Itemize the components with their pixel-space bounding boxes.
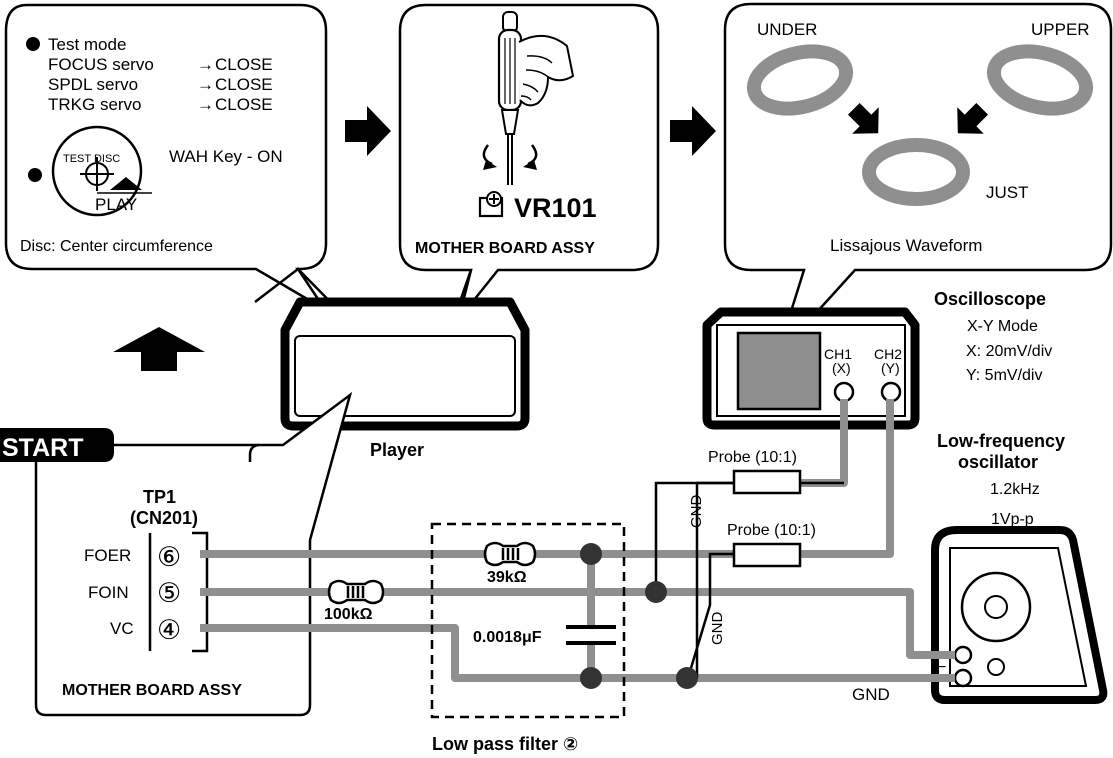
pin-vc-label: VC (110, 619, 134, 638)
start-badge: START (0, 428, 114, 462)
setup-panel: Test mode FOCUS servo SPDL servo TRKG se… (4, 3, 356, 329)
just-label: JUST (986, 183, 1029, 202)
focus-servo-state: CLOSE (215, 55, 273, 74)
ch1-jack (833, 381, 855, 403)
trkg-servo-state: CLOSE (215, 95, 273, 114)
arrow-right-icon (345, 106, 391, 156)
r-100k-label: 100kΩ (324, 606, 373, 623)
spdl-servo-label: SPDL servo (48, 75, 138, 94)
adjust-panel: VR101 MOTHER BOARD ASSY (398, 3, 660, 331)
board-panel: TP1 (CN201) FOER FOIN VC ⑥ ⑤ ④ MOTHER BO… (34, 391, 353, 717)
low-pass-filter-box (430, 522, 626, 719)
oscillator-title-2: oscillator (958, 452, 1038, 472)
pin-foin-label: FOIN (88, 583, 129, 602)
amplitude-label: 1Vp-p (991, 511, 1034, 528)
lissajous-caption: Lissajous Waveform (830, 236, 982, 255)
y-scale-label: Y: 5mV/div (966, 367, 1042, 384)
pin-foer-label: FOER (84, 546, 131, 565)
probe-2-label: Probe (10:1) (727, 522, 816, 539)
upper-label: UPPER (1031, 20, 1090, 39)
cn201-label: (CN201) (130, 508, 198, 528)
probe-wiring (580, 481, 844, 689)
player-label: Player (370, 440, 424, 460)
start-label: START (2, 434, 83, 462)
pin-5-number: ⑤ (157, 578, 181, 608)
gnd-label-1: GND (688, 495, 705, 529)
under-label: UNDER (757, 20, 817, 39)
capacitor (566, 625, 616, 645)
waveform-panel: UNDER UPPER JUST Lissajous Waveform (723, 2, 1113, 357)
test-mode-label: Test mode (48, 35, 126, 54)
gnd-label-3: GND (852, 685, 890, 704)
x-scale-label: X: 20mV/div (966, 343, 1052, 360)
board-label: MOTHER BOARD ASSY (62, 682, 242, 699)
arrow-glyph-2: → (197, 75, 214, 94)
tp1-label: TP1 (143, 487, 176, 507)
arrow-glyph-1: → (197, 55, 214, 74)
gnd-label-2: GND (709, 612, 726, 646)
pin-4-number: ④ (157, 615, 181, 645)
probe-ch2 (732, 542, 802, 568)
probe-ch1 (732, 469, 802, 495)
ch2-label: CH2 (874, 346, 902, 362)
capacitor-label: 0.0018μF (473, 629, 542, 646)
oscillator: Low-frequency oscillator 1.2kHz 1Vp-p − (931, 431, 1108, 704)
ch1-label: CH1 (824, 346, 852, 362)
probe-1-label: Probe (10:1) (708, 449, 797, 466)
oscilloscope-title: Oscilloscope (934, 289, 1046, 309)
resistor-39k (483, 541, 537, 567)
spdl-servo-state: CLOSE (215, 75, 273, 94)
bullet-icon (28, 168, 42, 182)
screwdriver-hand-icon (482, 11, 575, 185)
arrow-up-icon (113, 327, 205, 371)
oscillator-title-1: Low-frequency (937, 431, 1065, 451)
frequency-label: 1.2kHz (990, 481, 1040, 498)
vr101-icon (478, 191, 504, 218)
r-39k-label: 39kΩ (487, 569, 527, 586)
test-disc-icon (51, 125, 152, 217)
pin-6-number: ⑥ (157, 542, 181, 572)
wah-key-label: WAH Key - ON (169, 147, 283, 166)
mother-board-label: MOTHER BOARD ASSY (415, 240, 595, 257)
ch1-axis-label: (X) (832, 360, 851, 376)
low-pass-filter-label: Low pass filter ② (432, 734, 578, 754)
output-jack-signal (953, 645, 973, 665)
ch2-jack (880, 381, 902, 403)
player: Player (254, 267, 530, 460)
disc-note: Disc: Center circumference (20, 238, 213, 255)
arrow-right-icon (670, 106, 716, 156)
minus-label: − (937, 659, 946, 676)
focus-servo-label: FOCUS servo (48, 55, 154, 74)
oscilloscope: CH1 (X) CH2 (Y) Oscilloscope X-Y Mode X:… (702, 289, 1052, 430)
xy-mode-label: X-Y Mode (967, 318, 1038, 335)
play-label: PLAY (95, 195, 137, 214)
bullet-icon (26, 37, 40, 51)
arrow-glyph-3: → (197, 95, 214, 114)
trkg-servo-label: TRKG servo (48, 95, 142, 114)
test-disc-label: TEST DISC (63, 153, 120, 165)
output-jack-ground (953, 668, 973, 688)
vr101-label: VR101 (514, 193, 597, 223)
ch2-axis-label: (Y) (881, 360, 900, 376)
resistor-100k (327, 579, 385, 605)
